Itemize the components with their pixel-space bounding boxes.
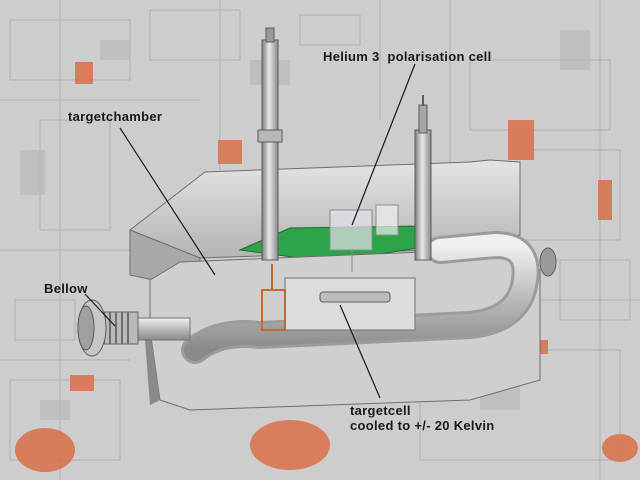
leader-helium-cell bbox=[351, 63, 416, 226]
label-bellow: Bellow bbox=[44, 281, 88, 296]
helium-polarisation-cell bbox=[329, 204, 399, 272]
leader-targetcell bbox=[339, 304, 381, 399]
label-targetcell-temperature: cooled to +/- 20 Kelvin bbox=[350, 418, 495, 433]
label-targetcell: targetcell bbox=[350, 403, 411, 418]
vertical-feedthrough-rods bbox=[257, 27, 432, 261]
leader-lines bbox=[84, 63, 416, 399]
target-cell bbox=[261, 264, 416, 331]
bellow bbox=[77, 299, 139, 357]
leader-bellow bbox=[84, 293, 116, 327]
leader-targetchamber bbox=[119, 127, 216, 276]
label-targetchamber: targetchamber bbox=[68, 109, 163, 124]
label-helium-cell: Helium 3 polarisation cell bbox=[323, 49, 492, 64]
